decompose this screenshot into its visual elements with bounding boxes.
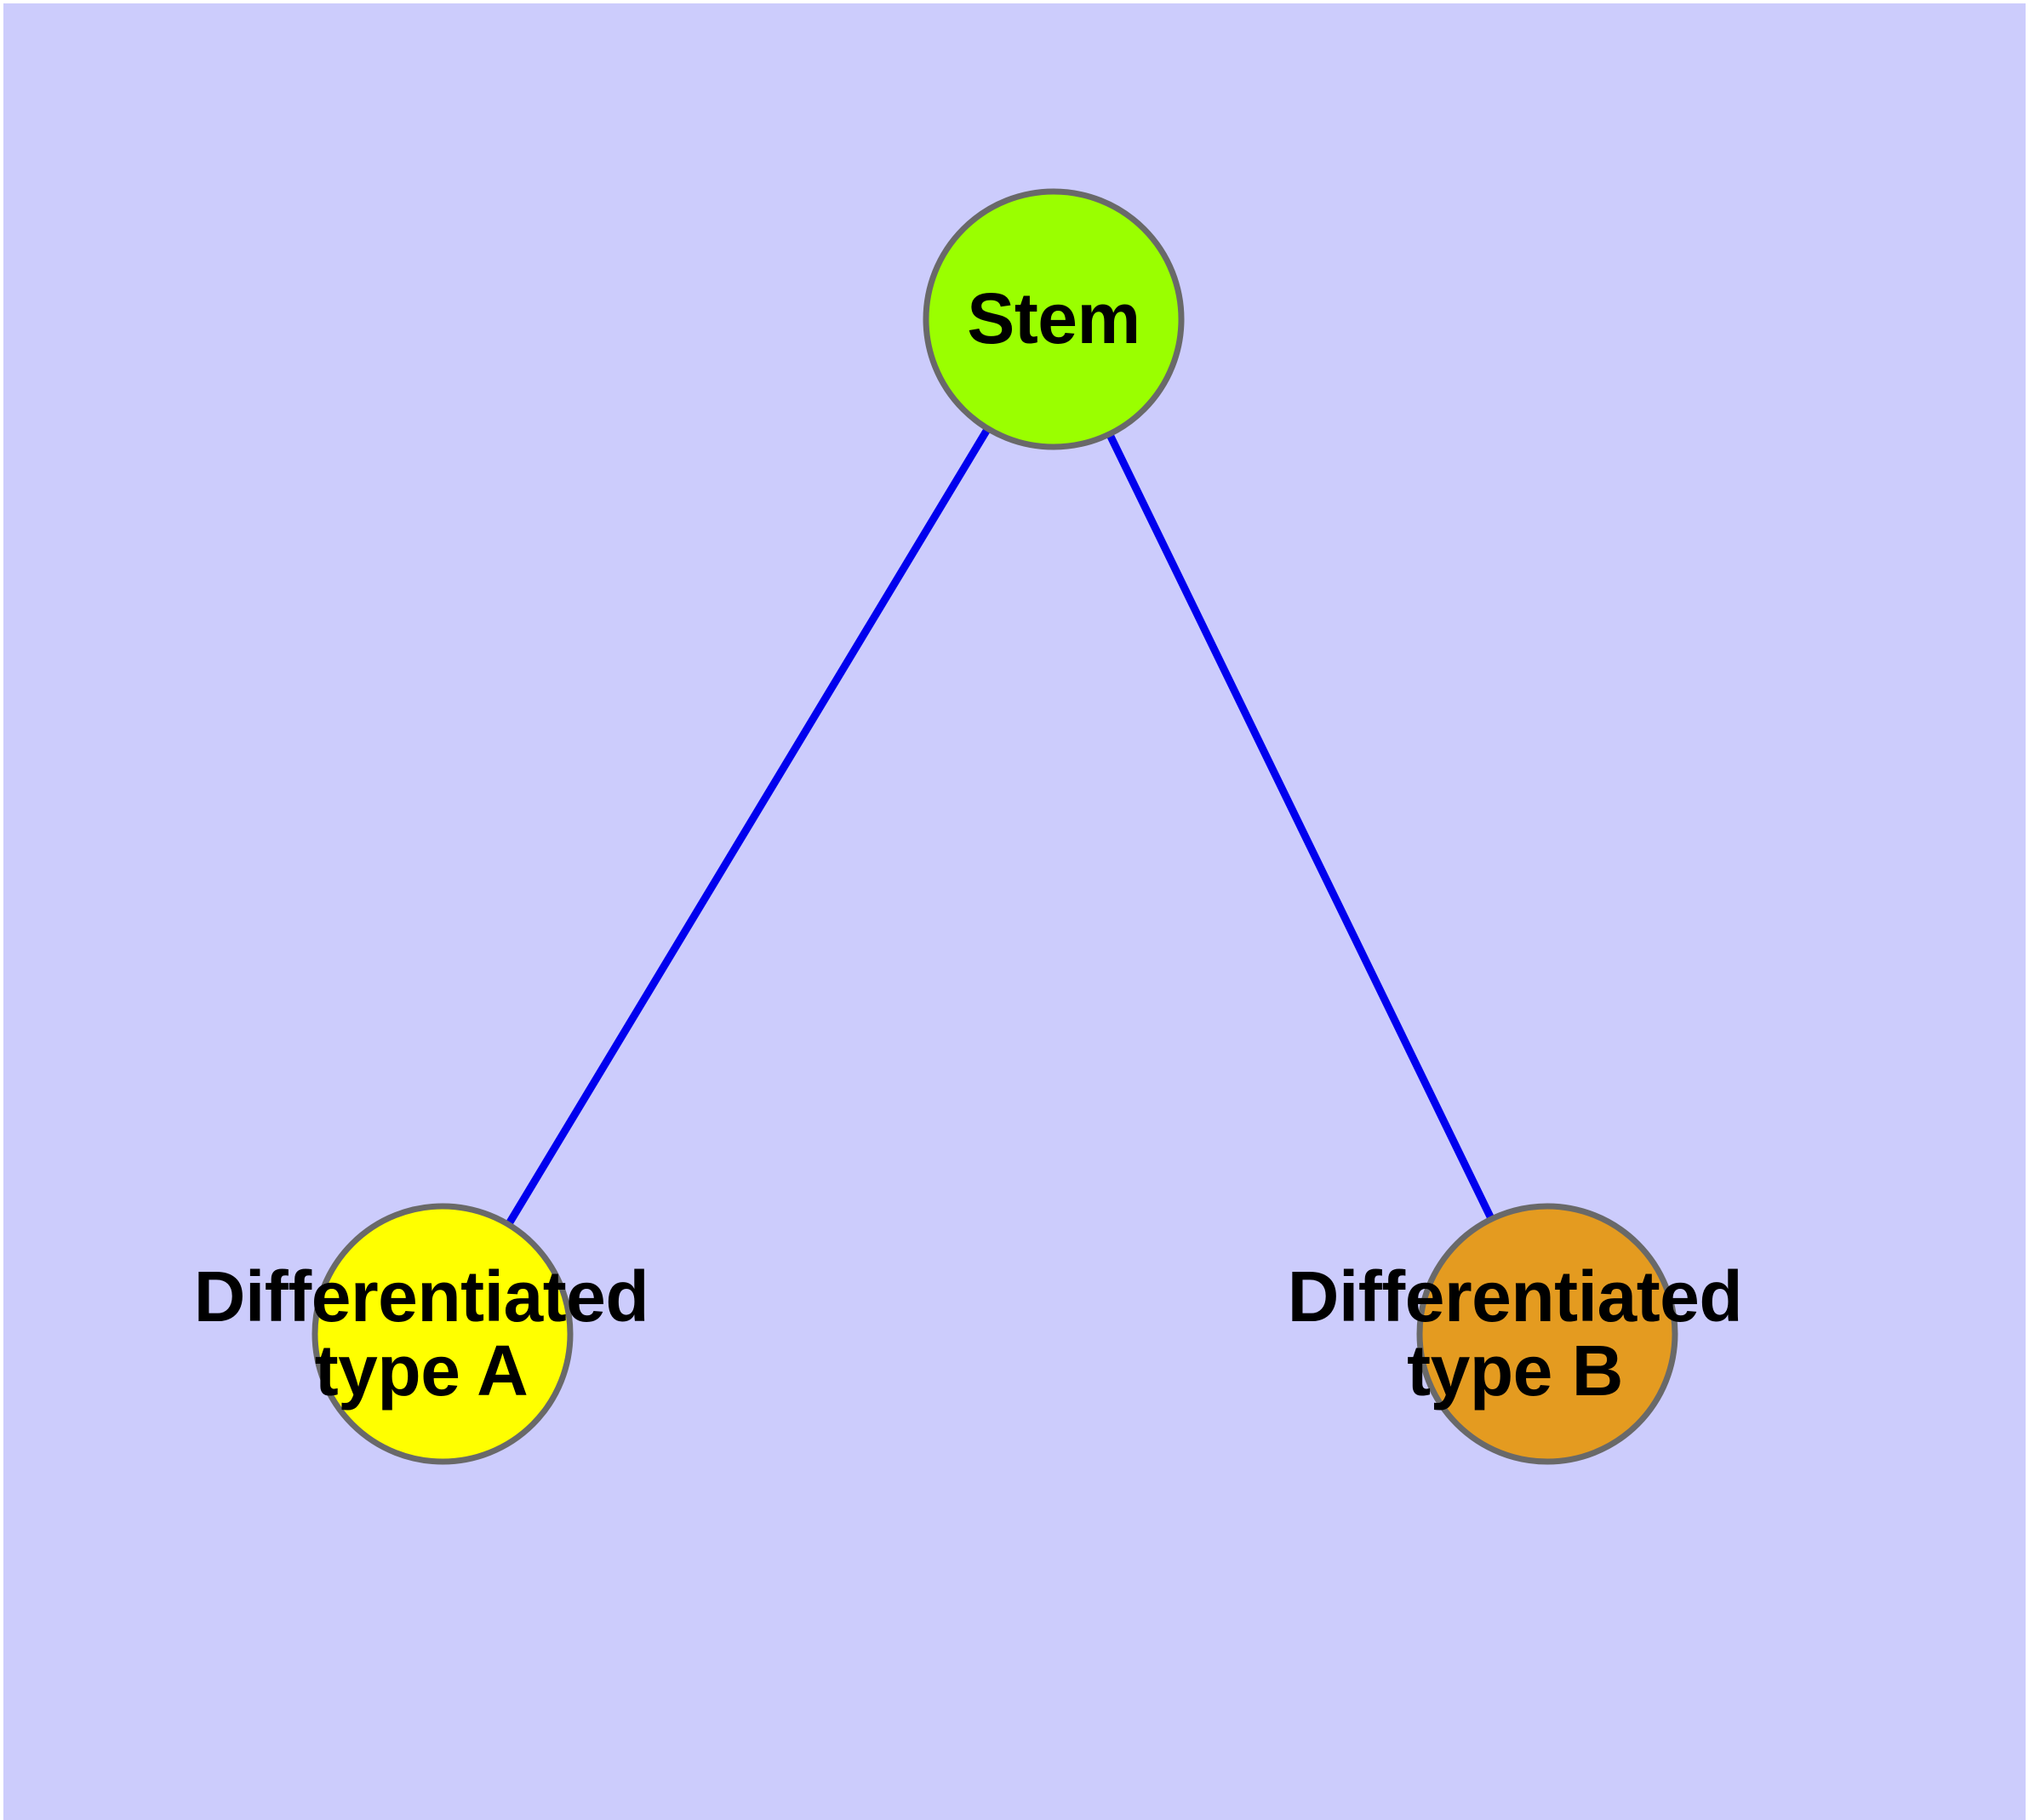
nodes-group (311, 188, 1678, 1465)
edges-group (439, 317, 1552, 1336)
edge-stem-to-differentiated-type-b[interactable] (1049, 318, 1552, 1336)
node-differentiated-type-a[interactable] (311, 1203, 574, 1465)
node-stem[interactable] (923, 188, 1185, 450)
edge-stem-to-differentiated-type-a[interactable] (439, 317, 1057, 1336)
node-differentiated-type-b[interactable] (1416, 1203, 1678, 1465)
